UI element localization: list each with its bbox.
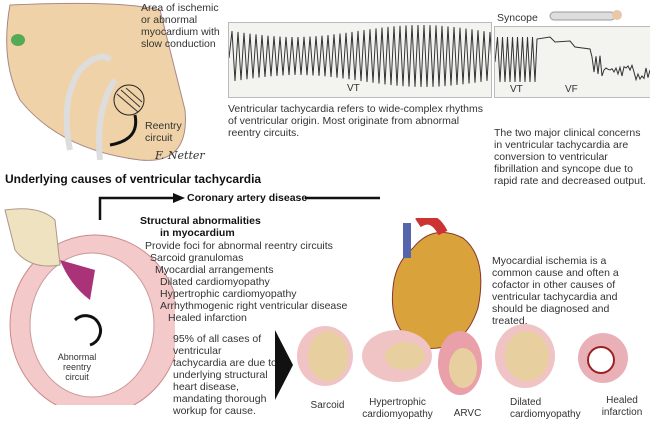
cause-item: Provide foci for abnormal reentry circui… <box>145 240 333 252</box>
syncope-label: Syncope <box>497 12 538 24</box>
cause-item: Sarcoid granulomas <box>150 252 244 264</box>
cause-item: Arrhythmogenic right ventricular disease <box>160 300 348 312</box>
vt-caption: Ventricular tachycardia refers to wide-c… <box>228 103 484 139</box>
heart-illustration <box>391 218 482 349</box>
vt-label: VT <box>347 83 360 94</box>
abnormal-reentry-label: Abnormal reentry circuit <box>57 352 97 382</box>
coronary-artery-disease-label: Coronary artery disease <box>187 192 308 204</box>
reentry-circuit-label: Reentry circuit <box>145 120 182 144</box>
ischemic-area-label: Area of ischemic or abnormal myocardium … <box>141 2 220 50</box>
ischemia-caption: Myocardial ischemia is a common cause an… <box>492 255 619 327</box>
cause-item: Dilated cardiomyopathy <box>160 276 270 288</box>
pointer-triangle <box>275 330 293 400</box>
ventricle-wall-illustration <box>4 208 175 405</box>
structural-subtitle: in myocardium <box>160 227 235 239</box>
vf-caption: The two major clinical concerns in ventr… <box>494 127 646 187</box>
heart-label-dilated: Dilated cardiomyopathy <box>510 397 581 420</box>
cause-item: Hypertrophic cardiomyopathy <box>160 288 297 300</box>
heart-label-hypertrophic: Hypertrophic cardiomyopathy <box>362 397 433 420</box>
structural-title: Structural abnormalities <box>140 215 261 227</box>
section-title: Underlying causes of ventricular tachyca… <box>5 172 262 186</box>
vt-ecg-strip: VT <box>228 22 492 98</box>
small-hearts-illustration <box>297 324 628 395</box>
vf-ecg-strip: VT VF <box>494 26 650 98</box>
cause-item: Myocardial arrangements <box>155 264 274 276</box>
netter-signature: F. Netter <box>155 149 205 162</box>
cause-item: Healed infarction <box>168 312 247 324</box>
heart-label-sarcoid: Sarcoid <box>310 400 345 411</box>
vf-label: VF <box>565 84 578 95</box>
heart-label-arvc: ARVC <box>453 408 482 419</box>
vt-label: VT <box>510 84 523 95</box>
heart-cross-section-illustration <box>6 2 186 161</box>
coronary-arrow <box>98 193 380 220</box>
percent-note: 95% of all cases of ventricular tachycar… <box>173 333 277 417</box>
fainted-person-illustration <box>549 10 622 21</box>
heart-label-healed-infarction: Healed infarction <box>601 395 643 418</box>
